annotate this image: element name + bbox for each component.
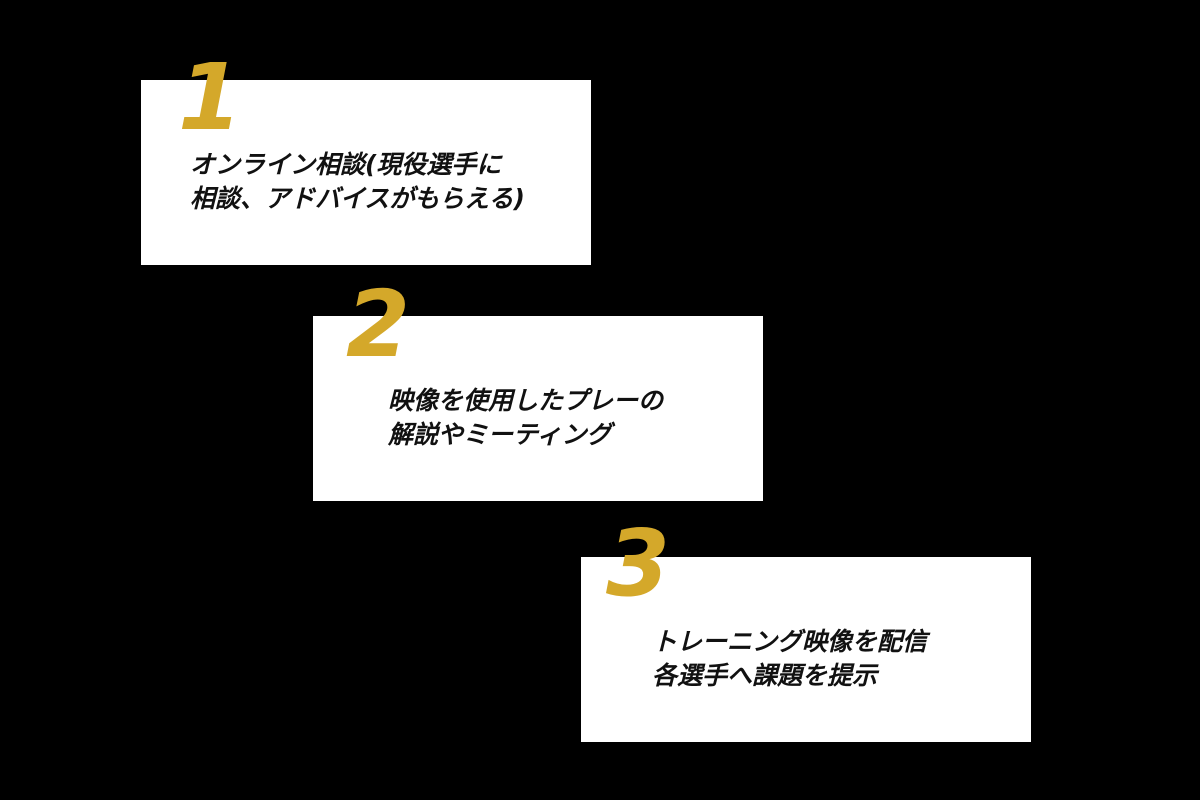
step-1-description: オンライン相談(現役選手に 相談、アドバイスがもらえる) [190,148,525,216]
step-3-number: 3 [606,510,671,617]
step-2-line-1: 映像を使用したプレーの [388,386,664,415]
step-3-line-2: 各選手へ課題を提示 [652,661,878,690]
step-2-card [313,316,763,501]
step-2-line-2: 解説やミーティング [388,420,612,449]
step-3-card [581,557,1031,742]
step-3-line-1: トレーニング映像を配信 [652,627,928,656]
step-2-description: 映像を使用したプレーの 解説やミーティング [388,384,663,452]
step-1-number: 1 [178,44,243,151]
step-1-line-1: オンライン相談(現役選手に [190,150,502,179]
step-1-card [141,80,591,265]
step-2-number: 2 [346,271,411,378]
step-1-line-2: 相談、アドバイスがもらえる) [190,184,525,213]
step-3-description: トレーニング映像を配信 各選手へ課題を提示 [652,625,927,693]
